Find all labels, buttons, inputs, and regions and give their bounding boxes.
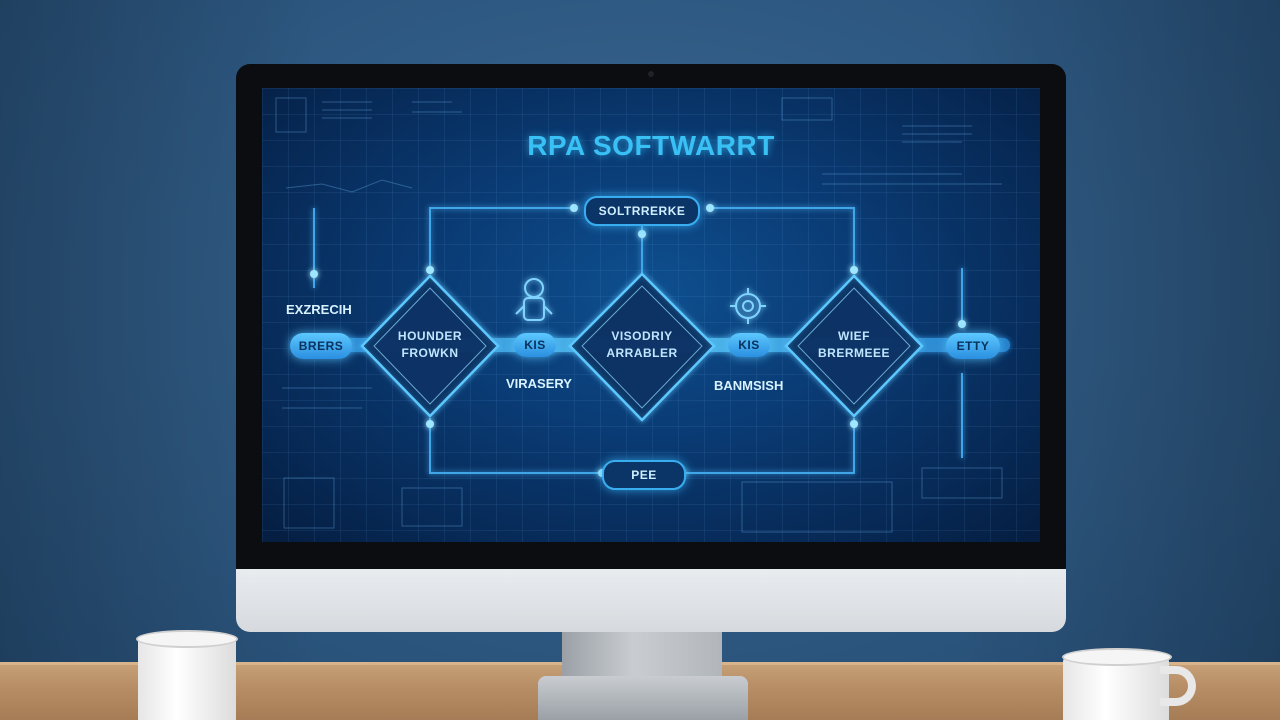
node-label-1-line2: FROWKN [401,346,459,360]
coffee-cup-left [138,636,236,720]
left-side-label: EXZRECIH [286,302,352,317]
node-label-3: WIEF BRERMEEE [804,328,904,362]
screen-title: RPA SOFTWARRT [527,130,775,161]
node-label-1: HOUNDER FROWKN [380,328,480,362]
node-label-3-line2: BRERMEEE [817,346,890,360]
mid-tag-right[interactable]: KIS [728,333,770,357]
monitor-screen: RPA SOFTWARRT SOLTRRERKE PEE BRERS ETTY … [262,88,1040,542]
process-node-diamond[interactable] [568,272,716,422]
coffee-cup-handle [1160,666,1196,706]
node-label-2: VISODRIY ARRABLER [592,328,692,362]
workflow-diagram [275,97,1010,533]
bottom-node-pill[interactable]: PEE [602,460,686,490]
gear-icon [730,288,766,324]
node-label-1-line1: HOUNDER [397,329,463,343]
monitor-stand [562,630,722,682]
monitor-stand-base [538,676,748,720]
process-node-diamond[interactable] [360,274,500,418]
node-label-3-line1: WIEF [838,329,870,343]
coffee-cup-left-rim [136,630,238,648]
background-ui-panels [275,97,1003,533]
node-label-2-line1: VISODRIY [611,329,673,343]
node-label-2-line2: ARRABLER [606,346,678,360]
mid-tag-left[interactable]: KIS [514,333,556,357]
label-below-right: BANMSISH [714,378,784,393]
process-node-diamond[interactable] [784,274,924,418]
camera-icon [648,71,654,77]
coffee-cup-right-rim [1062,648,1172,666]
right-tag-pill[interactable]: ETTY [946,333,1000,359]
top-node-pill[interactable]: SOLTRRERKE [584,196,700,226]
left-tag-pill[interactable]: BRERS [290,333,352,359]
label-below-left: VIRASERY [506,376,572,391]
monitor-chin [236,569,1066,632]
robot-icon [515,278,553,321]
